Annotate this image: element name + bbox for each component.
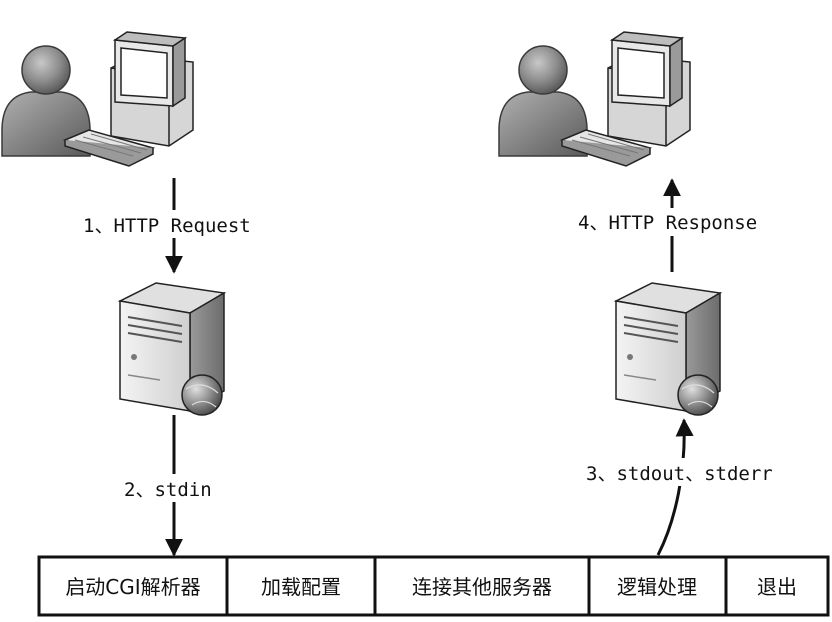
server-left-icon xyxy=(119,282,225,416)
client-left-icon xyxy=(1,31,194,167)
response-label: 4、HTTP Response xyxy=(578,212,757,234)
stage-logic-processing: 逻辑处理 xyxy=(617,575,697,599)
stage-start-cgi-parser: 启动CGI解析器 xyxy=(65,575,200,599)
stage-connect-servers: 连接其他服务器 xyxy=(412,575,552,599)
cgi-lifecycle-bar: 启动CGI解析器 加载配置 连接其他服务器 逻辑处理 退出 xyxy=(37,555,830,617)
stdin-label: 2、stdin xyxy=(124,479,212,501)
request-label: 1、HTTP Request xyxy=(83,215,251,237)
stdout-arrow xyxy=(656,418,694,556)
client-right-icon xyxy=(498,31,691,167)
server-right-icon xyxy=(615,282,721,416)
stdout-label: 3、stdout、stderr xyxy=(586,463,773,485)
stage-exit: 退出 xyxy=(757,575,797,599)
stage-load-config: 加载配置 xyxy=(261,575,341,599)
